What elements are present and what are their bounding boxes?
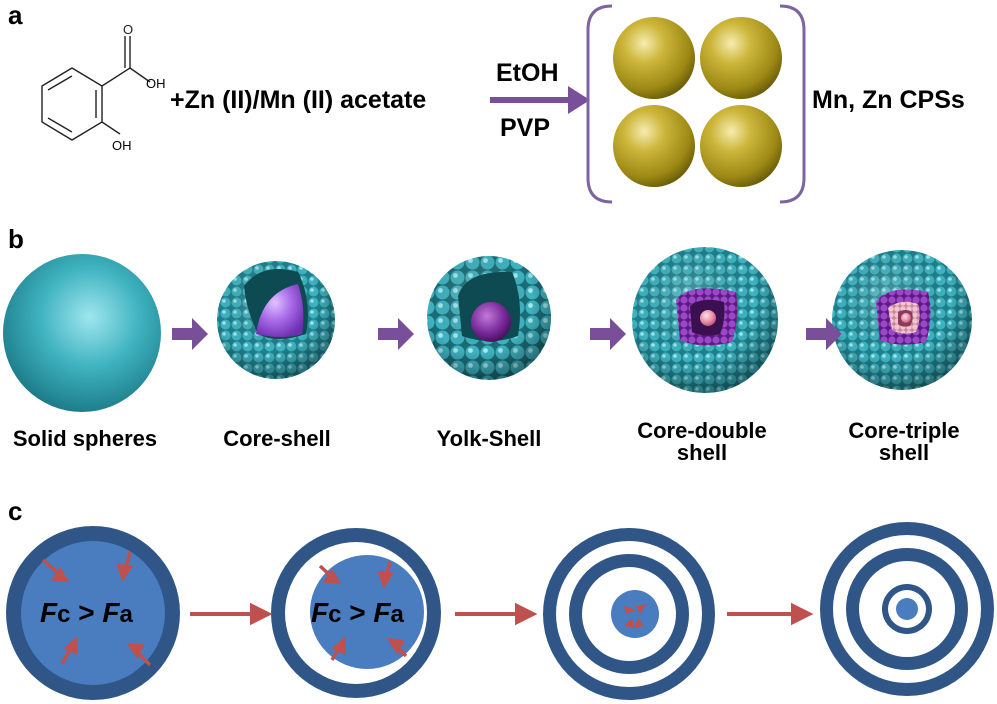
reagent-label: +Zn (II)/Mn (II) acetate	[170, 86, 427, 114]
force-comparison-1: Fc > Fa	[40, 597, 133, 629]
arrow-b-4	[806, 318, 842, 350]
caption-yolk-shell: Yolk-Shell	[436, 426, 542, 451]
gt-sign: >	[341, 597, 374, 628]
panel-b-arrows	[172, 318, 842, 350]
gold-sphere-2	[700, 17, 782, 99]
caption-core-double-shell: Core-double shell	[637, 418, 767, 465]
core-shell-sphere	[217, 261, 335, 379]
yolk-shell-sphere	[427, 256, 551, 380]
left-bracket	[586, 4, 613, 204]
stage-c-1	[6, 526, 180, 700]
oh-bottom-label: OH	[112, 138, 132, 153]
surfactant-label: PVP	[500, 114, 551, 142]
panel-a-label: a	[8, 0, 23, 30]
solid-sphere	[3, 254, 161, 412]
right-bracket	[779, 4, 806, 204]
fc-f: F	[40, 597, 58, 628]
stage-c-3	[543, 528, 715, 700]
core-double-shell-sphere	[632, 247, 778, 393]
gold-sphere-3	[613, 105, 695, 187]
stage-c-4	[820, 522, 994, 696]
reaction-arrowhead	[568, 86, 590, 114]
gold-sphere-4	[700, 105, 782, 187]
fa-f: F	[373, 597, 391, 628]
core-triple-shell-sphere	[832, 250, 972, 390]
stage-c-2	[271, 528, 441, 698]
oh-top-label: OH	[146, 76, 166, 91]
panel-c-arrows	[190, 602, 814, 626]
panel-c-label: c	[8, 496, 23, 526]
gt-sign: >	[70, 597, 103, 628]
caption-core-shell: Core-shell	[223, 426, 331, 451]
force-comparison-2: Fc > Fa	[311, 597, 404, 629]
fc-sub: c	[57, 601, 71, 628]
fa-sub: a	[119, 601, 133, 628]
product-label: Mn, Zn CPSs	[812, 86, 965, 114]
fa-sub: a	[390, 601, 404, 628]
caption-solid-spheres: Solid spheres	[12, 426, 158, 451]
arrow-b-3	[590, 318, 626, 350]
caption-core-triple-shell: Core-triple shell	[848, 418, 960, 465]
arrow-b-2	[378, 318, 414, 350]
carbonyl-oxygen: O	[123, 22, 133, 37]
salicylic-acid-structure	[41, 36, 151, 141]
fc-sub: c	[328, 601, 342, 628]
fc-f: F	[311, 597, 329, 628]
cps-spheres	[613, 17, 782, 187]
solvent-label: EtOH	[496, 59, 559, 87]
panel-b-label: b	[8, 224, 24, 254]
fa-f: F	[102, 597, 120, 628]
gold-sphere-1	[613, 17, 695, 99]
arrow-b-1	[172, 318, 208, 350]
